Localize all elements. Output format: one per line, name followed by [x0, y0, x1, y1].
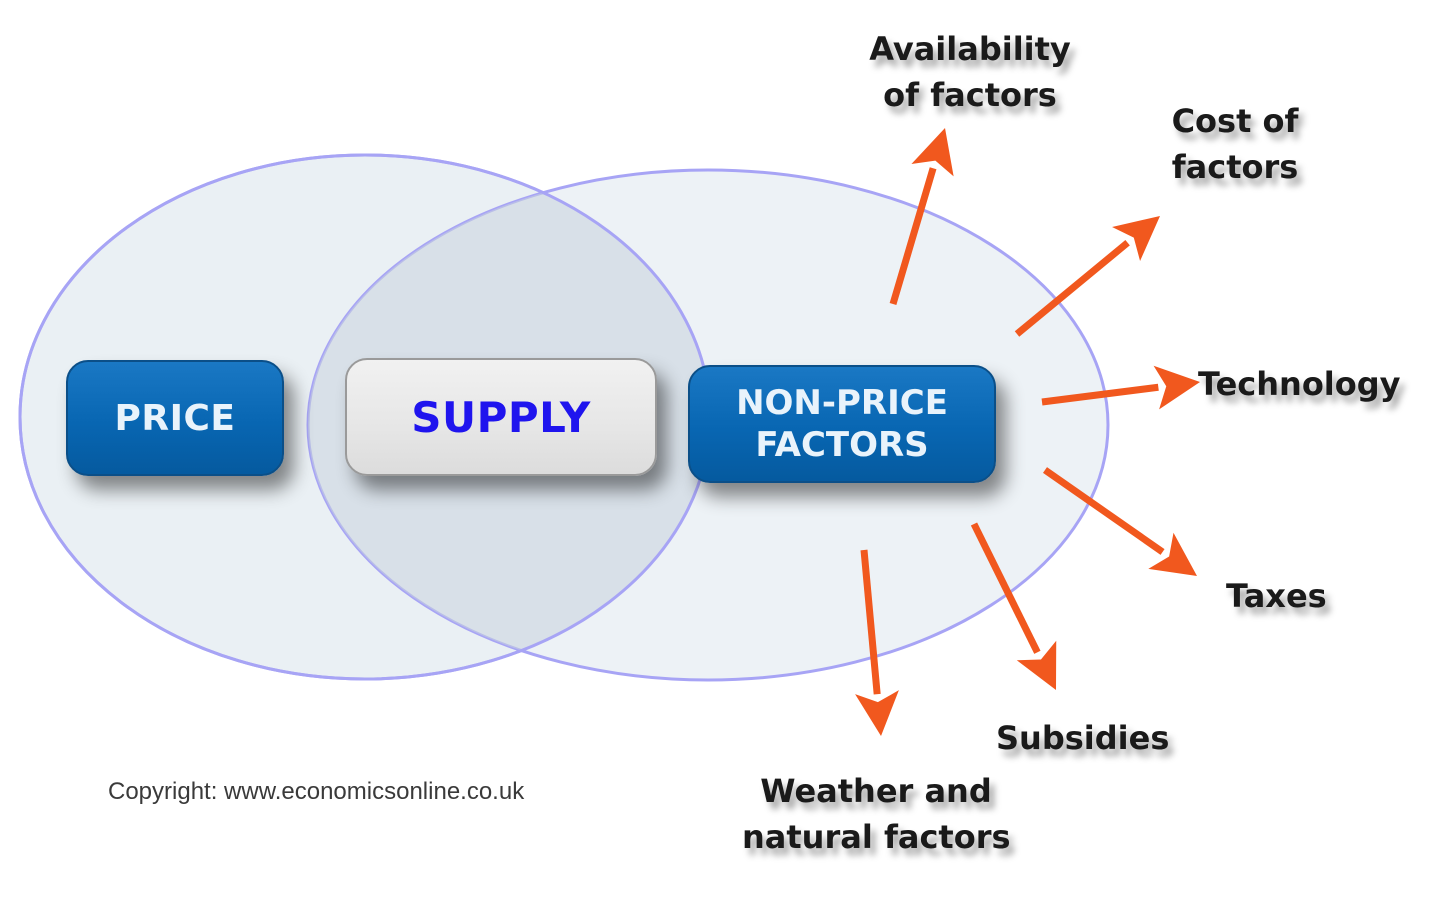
copyright-text: Copyright: www.economicsonline.co.uk: [108, 778, 525, 805]
taxes-text: Taxes: [1226, 577, 1327, 615]
factor-label-taxes: Taxes: [1226, 573, 1327, 619]
arrows-group: [855, 128, 1200, 736]
non-price-label-line2: FACTORS: [755, 425, 929, 465]
arrow-technology: [1041, 365, 1200, 410]
factor-label-subsidies: Subsidies: [996, 715, 1169, 761]
arrow-availability-head: [911, 128, 954, 177]
arrow-weather: [855, 549, 899, 736]
arrow-weather-head: [855, 690, 899, 736]
factor-label-cost: Cost of factors: [1150, 98, 1320, 190]
price-label: PRICE: [114, 397, 236, 439]
arrow-cost-shaft: [1014, 240, 1130, 337]
factor-label-availability: Availability of factors: [862, 26, 1078, 118]
weather-line1: Weather and: [760, 772, 992, 810]
arrow-technology-head: [1153, 365, 1200, 410]
arrow-cost: [1014, 216, 1160, 337]
arrow-availability-shaft: [889, 167, 937, 305]
factor-label-technology: Technology: [1198, 361, 1401, 407]
subsidies-text: Subsidies: [996, 719, 1170, 757]
arrow-taxes-head: [1148, 532, 1197, 576]
non-price-factors-box: NON-PRICE FACTORS: [688, 365, 996, 483]
availability-line1: Availability: [869, 30, 1071, 68]
factor-label-weather: Weather and natural factors: [742, 768, 1011, 860]
arrow-subsidies: [970, 522, 1057, 690]
arrow-taxes-shaft: [1042, 467, 1165, 555]
cost-line2: factors: [1171, 148, 1299, 186]
non-price-label-line1: NON-PRICE: [736, 383, 948, 423]
supply-box: SUPPLY: [345, 358, 657, 476]
arrow-subsidies-head: [1016, 640, 1057, 690]
arrow-subsidies-shaft: [970, 522, 1041, 654]
cost-line1: Cost of: [1171, 102, 1299, 140]
arrow-availability: [889, 128, 954, 305]
arrow-cost-head: [1112, 216, 1160, 261]
arrow-taxes: [1042, 467, 1197, 576]
arrow-weather-shaft: [860, 549, 881, 695]
supply-label: SUPPLY: [411, 392, 591, 442]
technology-text: Technology: [1198, 365, 1401, 403]
arrow-technology-shaft: [1041, 383, 1159, 406]
weather-line2: natural factors: [742, 818, 1011, 856]
price-box: PRICE: [66, 360, 284, 476]
availability-line2: of factors: [883, 76, 1057, 114]
